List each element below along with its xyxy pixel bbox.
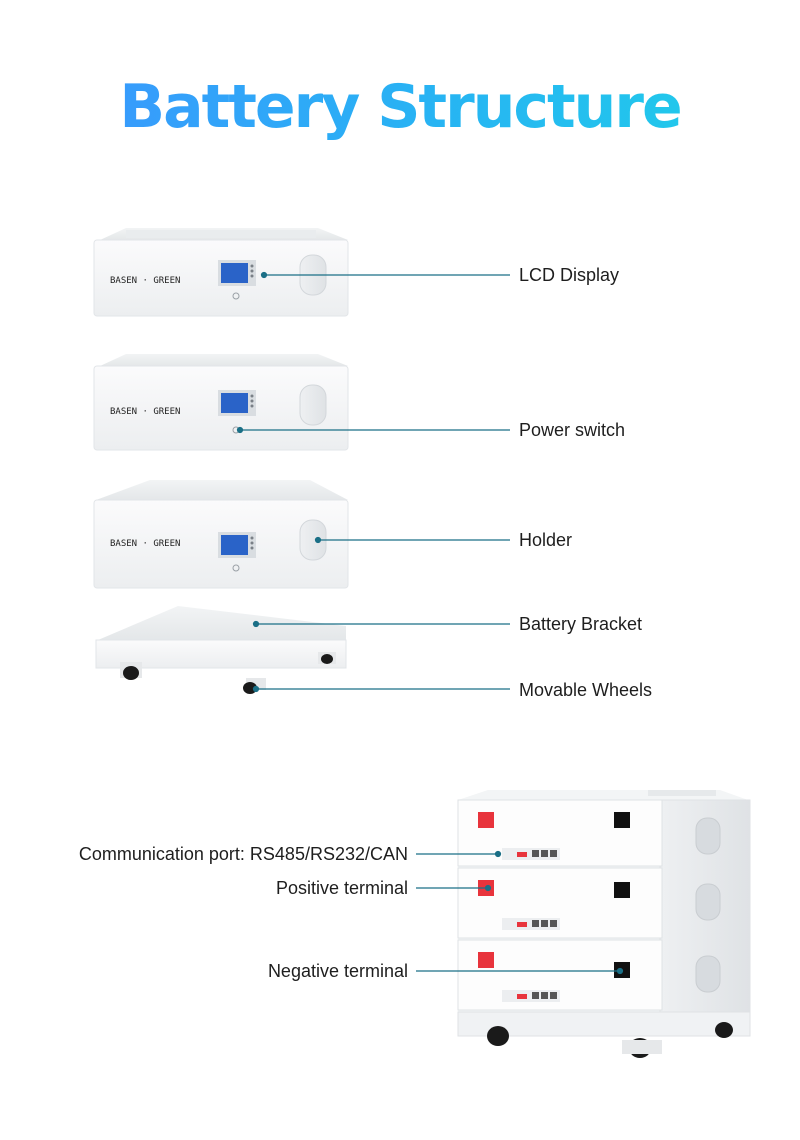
label-movable-wheels: Movable Wheels	[519, 680, 653, 700]
label-lcd-display: LCD Display	[519, 265, 620, 285]
label-battery-bracket: Battery Bracket	[519, 614, 643, 634]
label-power-switch: Power switch	[519, 420, 626, 440]
label-negative-terminal: Negative terminal	[267, 961, 408, 981]
label-positive-terminal: Positive terminal	[275, 878, 408, 898]
battery-module-middle: BASEN · GREEN	[93, 354, 349, 451]
battery-stack	[457, 790, 751, 1058]
label-communication-port: Communication port: RS485/RS232/CAN	[78, 844, 408, 864]
wheel	[243, 682, 257, 694]
battery-module-lower: BASEN · GREEN	[93, 480, 349, 589]
brand-logo: BASEN · GREEN	[110, 276, 180, 286]
callout-lines	[236, 271, 624, 975]
battery-bracket	[95, 606, 347, 694]
lcd-screen	[221, 263, 248, 283]
svg-text:BASEN · GREEN: BASEN · GREEN	[110, 407, 180, 417]
battery-module-top: BASEN · GREEN	[93, 228, 349, 317]
svg-text:BASEN · GREEN: BASEN · GREEN	[110, 539, 180, 549]
page-title: Battery Structure	[0, 72, 800, 142]
label-holder: Holder	[519, 530, 573, 550]
